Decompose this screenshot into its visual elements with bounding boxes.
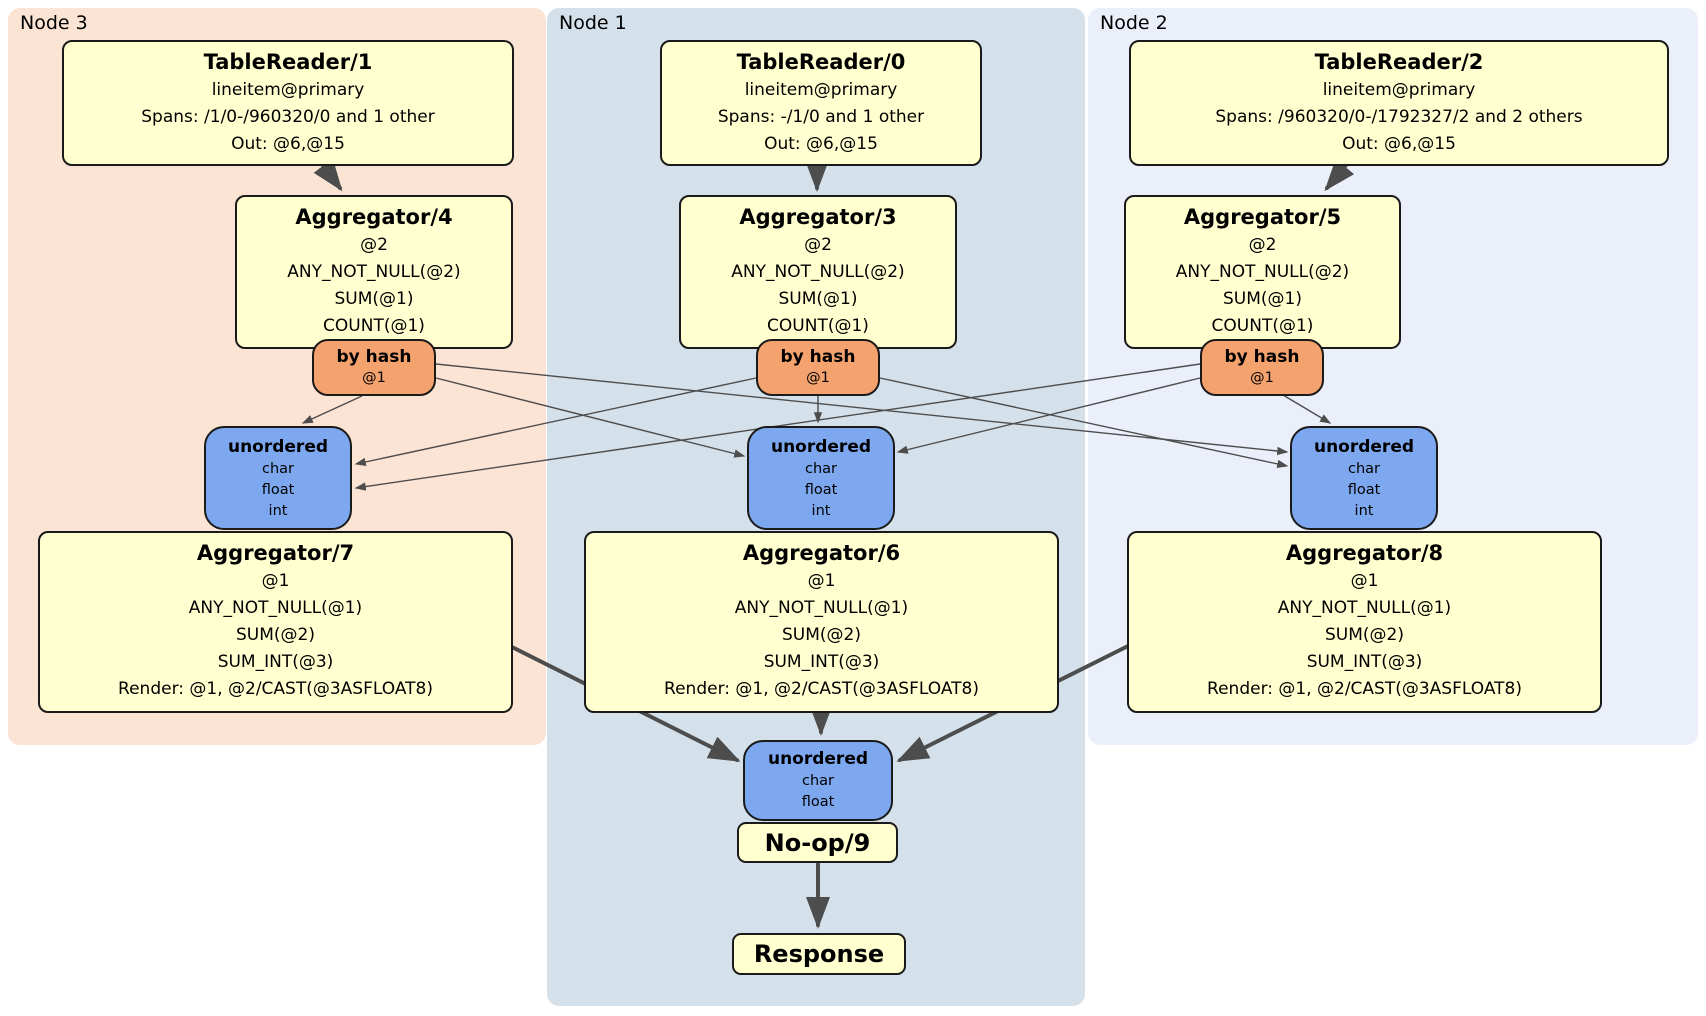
node1-label: Node 1 [559, 12, 627, 34]
box-line: @2 [1248, 235, 1277, 255]
box-line: @1 [1350, 571, 1379, 591]
box-line: ANY_NOT_NULL(@1) [734, 598, 909, 618]
aggregator-7-box: Aggregator/7 @1 ANY_NOT_NULL(@1) SUM(@2)… [38, 531, 513, 713]
aggregator-8-box: Aggregator/8 @1 ANY_NOT_NULL(@1) SUM(@2)… [1127, 531, 1602, 713]
aggregator-3-box: Aggregator/3 @2 ANY_NOT_NULL(@2) SUM(@1)… [679, 195, 957, 349]
box-line: ANY_NOT_NULL(@2) [287, 262, 461, 282]
box-line: Render: @1, @2/CAST(@3ASFLOAT8) [664, 679, 979, 699]
sync-line: int [1354, 503, 1374, 519]
sync-line: float [1347, 482, 1381, 498]
sync-unordered-final: unordered char float [743, 740, 893, 821]
edge-hashM-syncR [879, 377, 1289, 469]
box-line: SUM(@1) [778, 289, 858, 309]
box-title: TableReader/2 [1314, 50, 1484, 74]
box-title: TableReader/1 [203, 50, 373, 74]
box-title: No-op/9 [764, 829, 871, 857]
box-line: @1 [261, 571, 290, 591]
sync-unordered-node2: unordered char float int [1290, 426, 1438, 530]
box-title: TableReader/0 [736, 50, 906, 74]
box-line: SUM_INT(@3) [1306, 652, 1423, 672]
sync-line: int [268, 503, 288, 519]
box-title: Aggregator/7 [196, 541, 355, 565]
box-line: @2 [360, 235, 388, 255]
box-line: ANY_NOT_NULL(@2) [731, 262, 905, 282]
box-line: COUNT(@1) [767, 316, 869, 336]
router-detail: @1 [362, 370, 386, 386]
box-title: Response [753, 940, 885, 968]
sync-line: float [804, 482, 838, 498]
box-line: SUM(@2) [1325, 625, 1404, 645]
aggregator-5-box: Aggregator/5 @2 ANY_NOT_NULL(@2) SUM(@1)… [1124, 195, 1401, 349]
response-box: Response [732, 933, 906, 975]
box-line: lineitem@primary [211, 80, 365, 100]
box-line: Render: @1, @2/CAST(@3ASFLOAT8) [1207, 679, 1522, 699]
box-title: Aggregator/5 [1183, 205, 1342, 229]
node3-label: Node 3 [20, 12, 88, 34]
router-detail: @1 [806, 370, 830, 386]
box-line: SUM(@2) [782, 625, 861, 645]
box-line: SUM_INT(@3) [763, 652, 880, 672]
router-title: by hash [1224, 347, 1300, 367]
edge-hashM-syncL [354, 377, 757, 467]
box-line: Out: @6,@15 [1342, 134, 1456, 154]
box-line: SUM(@2) [236, 625, 315, 645]
box-line: SUM_INT(@3) [217, 652, 334, 672]
box-title: Aggregator/6 [742, 541, 901, 565]
sync-line: char [261, 461, 294, 477]
sync-title: unordered [770, 437, 872, 457]
aggregator-6-box: Aggregator/6 @1 ANY_NOT_NULL(@1) SUM(@2)… [584, 531, 1059, 713]
table-reader-2-box: TableReader/2 lineitem@primary Spans: /9… [1129, 40, 1669, 166]
box-line: SUM(@1) [334, 289, 414, 309]
box-line: @1 [807, 571, 836, 591]
noop-box: No-op/9 [737, 822, 898, 863]
box-line: ANY_NOT_NULL(@1) [1277, 598, 1452, 618]
sync-unordered-node1: unordered char float int [747, 426, 895, 530]
box-line: @2 [804, 235, 832, 255]
sync-line: char [801, 773, 834, 789]
box-line: COUNT(@1) [1211, 316, 1314, 336]
box-line: Spans: /960320/0-/1792327/2 and 2 others [1215, 107, 1583, 127]
edge-hashL-syncR [435, 363, 1289, 456]
edge-tr2-agg5 [1324, 158, 1355, 192]
box-line: Render: @1, @2/CAST(@3ASFLOAT8) [118, 679, 433, 699]
box-title: Aggregator/8 [1285, 541, 1444, 565]
table-reader-1-box: TableReader/1 lineitem@primary Spans: /1… [62, 40, 514, 166]
box-line: ANY_NOT_NULL(@1) [188, 598, 363, 618]
sync-title: unordered [1313, 437, 1415, 457]
box-line: ANY_NOT_NULL(@2) [1175, 262, 1350, 282]
hash-router-node3: by hash @1 [312, 339, 436, 396]
hash-router-node2: by hash @1 [1200, 339, 1324, 396]
router-title: by hash [780, 347, 856, 367]
sync-unordered-node3: unordered char float int [204, 426, 352, 530]
sync-title: unordered [767, 749, 869, 769]
box-line: Spans: -/1/0 and 1 other [717, 107, 925, 127]
box-line: Out: @6,@15 [231, 134, 345, 154]
box-line: COUNT(@1) [323, 316, 425, 336]
router-title: by hash [336, 347, 412, 367]
hash-router-node1: by hash @1 [756, 339, 880, 396]
box-line: Out: @6,@15 [764, 134, 878, 154]
node2-label: Node 2 [1100, 12, 1168, 34]
edge-hashL-syncL [301, 395, 363, 424]
sync-line: char [1347, 461, 1380, 477]
box-title: Aggregator/3 [739, 205, 897, 229]
sync-line: float [801, 794, 835, 810]
box-line: Spans: /1/0-/960320/0 and 1 other [141, 107, 435, 127]
edge-tr1-agg4 [313, 158, 343, 192]
box-line: lineitem@primary [1322, 80, 1476, 100]
edge-hashR-syncR [1282, 394, 1332, 424]
edge-hashL-syncM [435, 377, 746, 458]
sync-line: char [804, 461, 837, 477]
box-title: Aggregator/4 [295, 205, 453, 229]
router-detail: @1 [1250, 370, 1274, 386]
table-reader-0-box: TableReader/0 lineitem@primary Spans: -/… [660, 40, 982, 166]
edge-hashR-syncM [896, 377, 1201, 454]
box-line: SUM(@1) [1223, 289, 1302, 309]
sync-title: unordered [227, 437, 329, 457]
aggregator-4-box: Aggregator/4 @2 ANY_NOT_NULL(@2) SUM(@1)… [235, 195, 513, 349]
sync-line: int [811, 503, 831, 519]
sync-line: float [261, 482, 295, 498]
box-line: lineitem@primary [744, 80, 898, 100]
